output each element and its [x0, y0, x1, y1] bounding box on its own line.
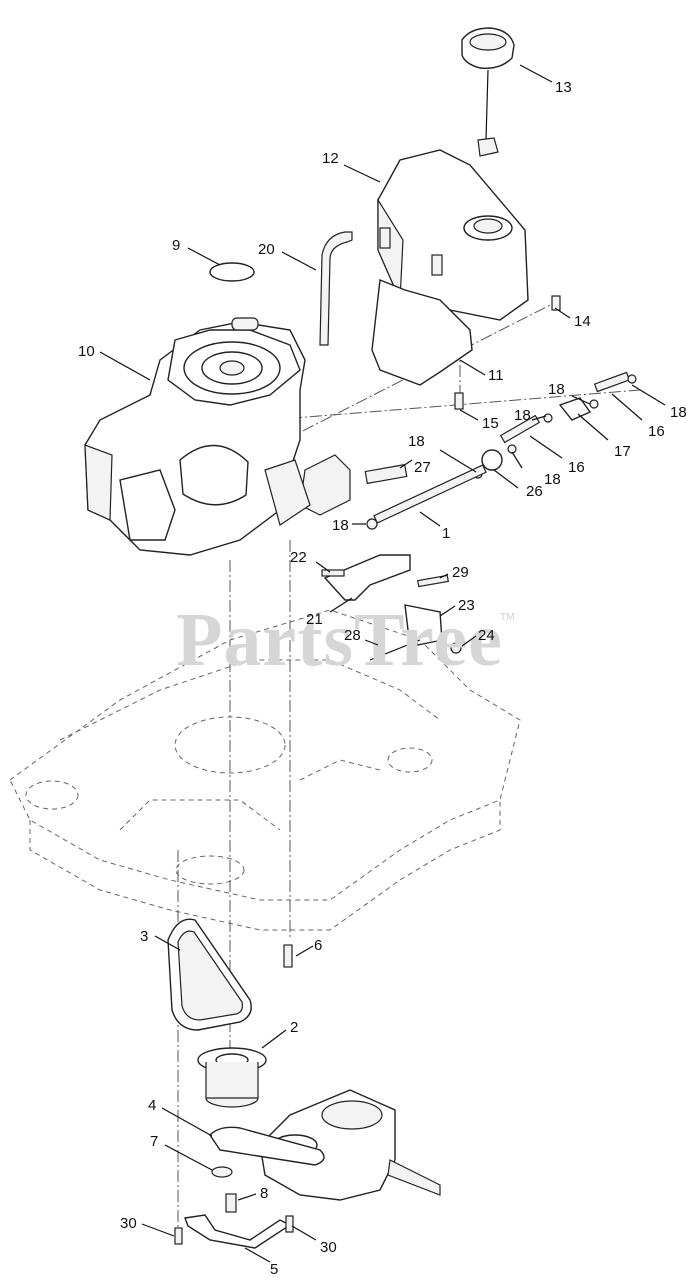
- callout-13: 13: [555, 79, 572, 96]
- callout-30b: 30: [320, 1239, 337, 1256]
- decal-29: [417, 574, 449, 588]
- callout-28: 28: [344, 627, 361, 644]
- fuel-tank: [377, 149, 529, 321]
- watermark: PartsTree TM: [176, 598, 514, 682]
- callout-5: 5: [270, 1261, 278, 1278]
- callout-24: 24: [478, 627, 495, 644]
- watermark-tm: TM: [500, 612, 514, 623]
- callout-7: 7: [150, 1133, 158, 1150]
- bolt-30-left: [174, 1227, 183, 1245]
- callout-16b: 16: [568, 459, 585, 476]
- callouts: 13 12 9 20 10 14 11 15 18 18 16 18 17 16…: [78, 79, 687, 1278]
- washer-7: [211, 1166, 233, 1178]
- bolt-6: [283, 944, 293, 968]
- tank-bracket: [371, 279, 473, 386]
- fuel-cap: [461, 27, 515, 157]
- callout-23: 23: [458, 597, 475, 614]
- callout-18a: 18: [548, 381, 565, 398]
- callout-3: 3: [140, 928, 148, 945]
- callout-18e: 18: [544, 471, 561, 488]
- breather-tube: [319, 231, 353, 346]
- leader-lines: [99, 64, 666, 1263]
- throttle-bracket: [321, 554, 462, 661]
- callout-8: 8: [260, 1185, 268, 1202]
- callout-18d: 18: [408, 433, 425, 450]
- callout-21: 21: [306, 611, 323, 628]
- bolt-14: [551, 295, 561, 311]
- callout-2: 2: [290, 1019, 298, 1036]
- callout-17: 17: [614, 443, 631, 460]
- spacer-8: [225, 1193, 237, 1213]
- engine: [84, 317, 351, 556]
- brake-bracket: [184, 1214, 292, 1249]
- callout-30a: 30: [120, 1215, 137, 1232]
- bolt-30-right: [285, 1215, 294, 1233]
- transaxle: [209, 1089, 441, 1201]
- callout-6: 6: [314, 937, 322, 954]
- decal-27: [364, 463, 408, 485]
- callout-18c: 18: [514, 407, 531, 424]
- callout-1: 1: [442, 525, 450, 542]
- callout-15: 15: [482, 415, 499, 432]
- callout-12: 12: [322, 150, 339, 167]
- callout-18b: 18: [670, 404, 687, 421]
- callout-14: 14: [574, 313, 591, 330]
- drive-belt-inner: [177, 930, 243, 1021]
- callout-29: 29: [452, 564, 469, 581]
- callout-26: 26: [526, 483, 543, 500]
- callout-20: 20: [258, 241, 275, 258]
- callout-16a: 16: [648, 423, 665, 440]
- decal-disc: [209, 262, 255, 282]
- callout-22: 22: [290, 549, 307, 566]
- callout-4: 4: [148, 1097, 156, 1114]
- engine-pulley: [197, 1047, 267, 1108]
- callout-10: 10: [78, 343, 95, 360]
- fuel-line-assembly: [366, 371, 637, 530]
- callout-18f: 18: [332, 517, 349, 534]
- bolt-15: [454, 392, 464, 410]
- callout-9: 9: [172, 237, 180, 254]
- watermark-text: PartsTree: [176, 598, 503, 682]
- callout-27: 27: [414, 459, 431, 476]
- callout-11: 11: [488, 367, 504, 384]
